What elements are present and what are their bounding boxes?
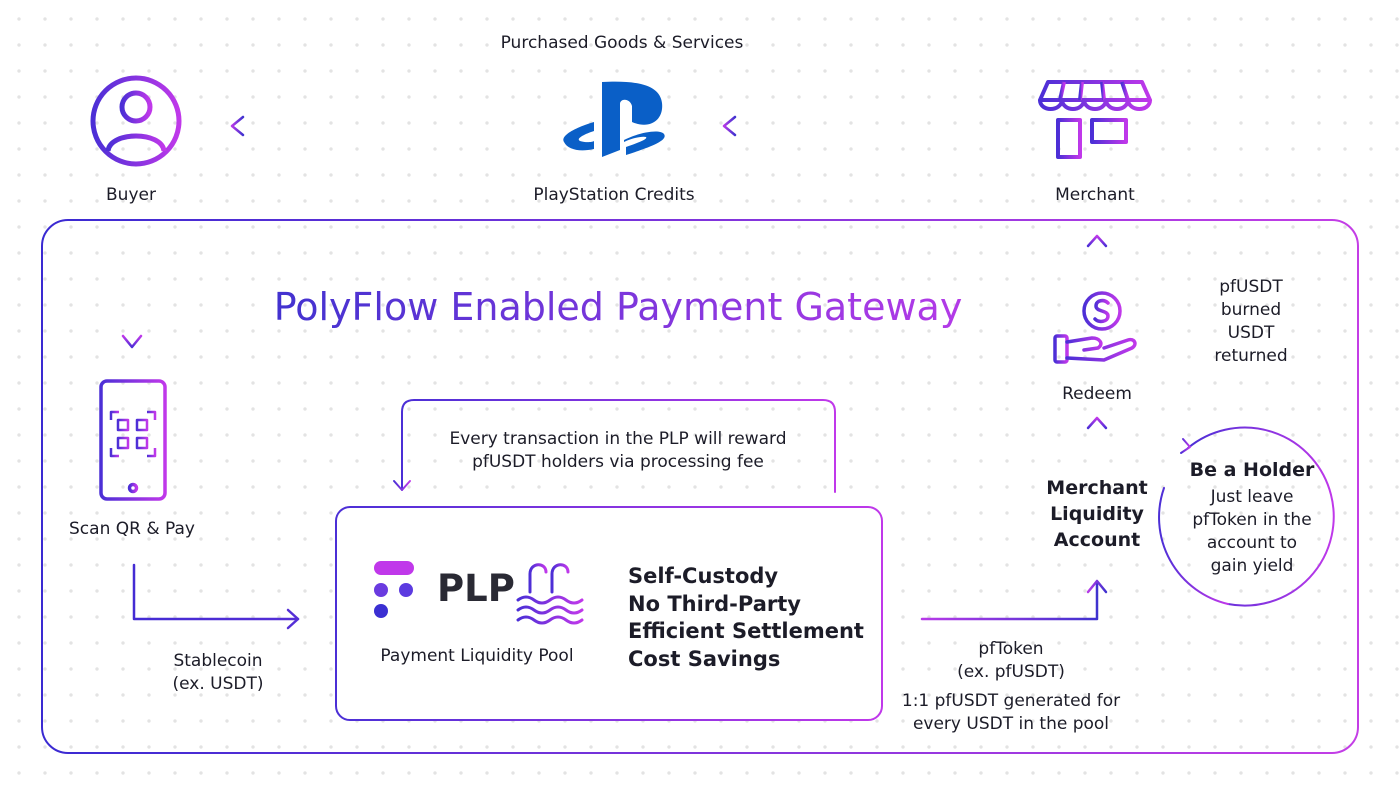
- arrow-merchant-to-playstation: [722, 115, 988, 137]
- generated-line-2: every USDT in the pool: [912, 714, 1110, 734]
- playstation-logo-icon: [563, 81, 665, 157]
- holder-title: Be a Holder: [1189, 459, 1315, 481]
- gateway-title: PolyFlow Enabled Payment Gateway: [274, 285, 963, 329]
- pftoken-label: pfToken (ex. pfUSDT): [928, 638, 1094, 684]
- buyer-label: Buyer: [106, 185, 156, 205]
- burn-note: pfUSDT burned USDT returned: [1196, 276, 1306, 368]
- plp-box: [335, 506, 883, 721]
- store-icon: [1038, 80, 1152, 159]
- burn-line-2: burned: [1220, 300, 1282, 320]
- merchant-liquidity-account-label: Merchant Liquidity Account: [1030, 475, 1164, 553]
- holder-cycle-icon: [1158, 426, 1335, 607]
- generated-note: 1:1 pfUSDT generated for every USDT in t…: [894, 690, 1128, 736]
- gateway-frame: [41, 219, 1359, 754]
- arrow-redeem-to-merchant: [1086, 234, 1108, 283]
- pftoken-line-1: pfToken: [978, 639, 1044, 659]
- merchant-label: Merchant: [1055, 185, 1135, 205]
- arrow-reward-loop: [393, 399, 836, 493]
- plp-logo-text: PLP: [437, 567, 515, 610]
- feature-no-third-party: No Third-Party: [628, 591, 801, 616]
- reward-line-1: Every transaction in the PLP will reward: [449, 429, 787, 449]
- arrow-buyer-to-scan: [121, 233, 143, 349]
- feature-cost-savings: Cost Savings: [628, 646, 781, 671]
- feature-self-custody: Self-Custody: [628, 564, 779, 588]
- phone-qr-icon: [99, 379, 167, 501]
- mla-line-2: Liquidity: [1050, 503, 1144, 525]
- redeem-label: Redeem: [1062, 384, 1132, 404]
- generated-line-1: 1:1 pfUSDT generated for: [901, 691, 1121, 711]
- arrow-plp-to-mla: [920, 579, 1108, 621]
- holder-line-1: Just leave: [1210, 487, 1294, 507]
- reward-note: Every transaction in the PLP will reward…: [418, 428, 818, 474]
- holder-line-2: pfToken in the: [1192, 510, 1312, 530]
- hand-coin-icon: [1053, 291, 1137, 364]
- pftoken-line-2: (ex. pfUSDT): [957, 662, 1065, 682]
- holder-description: Just leave pfToken in the account to gai…: [1176, 486, 1328, 578]
- mla-line-1: Merchant: [1046, 477, 1148, 499]
- burn-line-4: returned: [1214, 346, 1288, 366]
- purchased-goods-label: Purchased Goods & Services: [500, 33, 744, 53]
- burn-line-1: pfUSDT: [1219, 277, 1283, 297]
- stablecoin-line-2: (ex. USDT): [172, 674, 264, 694]
- playstation-credits-label: PlayStation Credits: [533, 185, 695, 205]
- mla-line-3: Account: [1053, 529, 1141, 551]
- stablecoin-label: Stablecoin (ex. USDT): [140, 650, 296, 696]
- holder-line-3: account to: [1206, 533, 1298, 553]
- stablecoin-line-1: Stablecoin: [173, 651, 263, 671]
- arrow-scan-to-plp: [132, 563, 300, 630]
- plp-features-list: Self-Custody No Third-Party Efficient Se…: [628, 563, 864, 673]
- reward-line-2: pfUSDT holders via processing fee: [472, 452, 764, 472]
- pool-ladder-icon: [516, 563, 584, 625]
- user-icon: [90, 75, 182, 167]
- plp-caption: Payment Liquidity Pool: [380, 646, 574, 666]
- burn-line-3: USDT: [1227, 323, 1275, 343]
- arrow-playstation-to-buyer: [230, 115, 495, 137]
- holder-line-4: gain yield: [1210, 556, 1294, 576]
- scan-qr-pay-label: Scan QR & Pay: [69, 519, 195, 539]
- arrow-mla-to-redeem: [1086, 416, 1108, 466]
- feature-efficient-settlement: Efficient Settlement: [628, 619, 864, 643]
- plp-logo-icon: [374, 561, 414, 618]
